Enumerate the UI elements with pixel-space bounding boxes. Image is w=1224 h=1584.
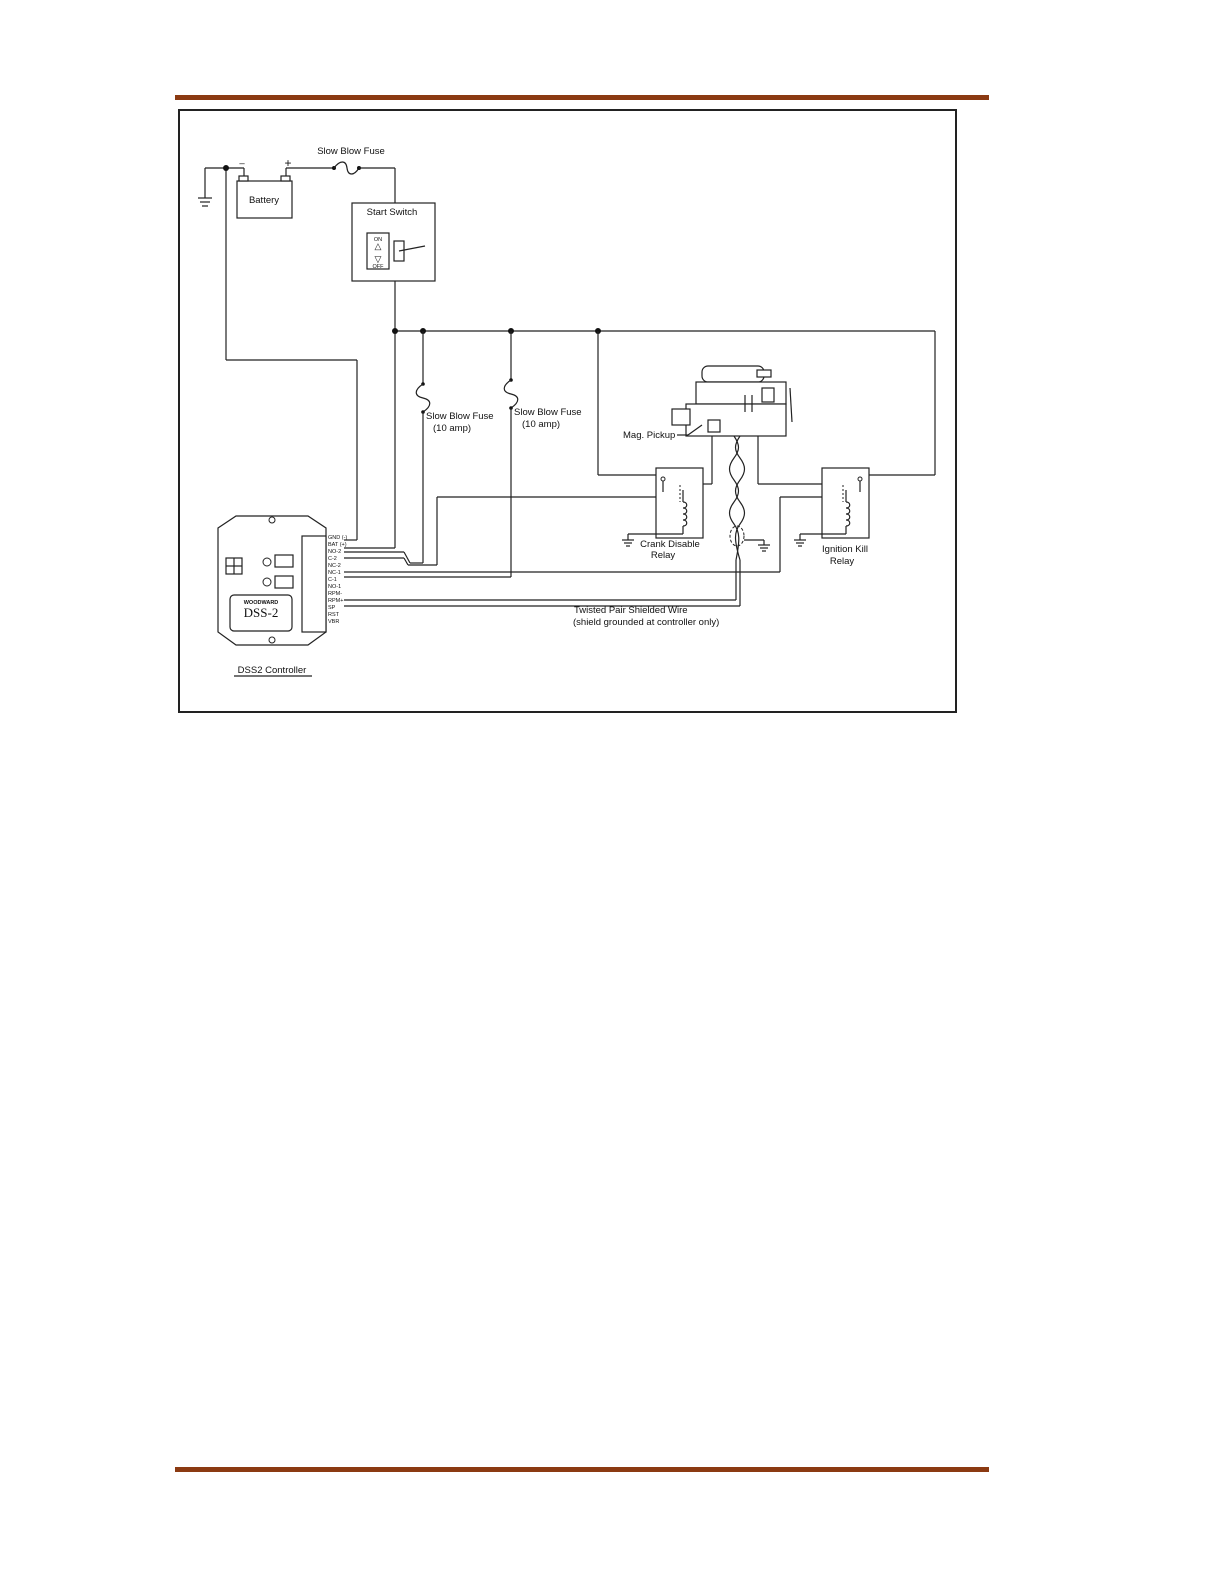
ignition-kill-relay (821, 467, 870, 539)
terminal-bat: BAT (+) (328, 542, 347, 548)
battery-plus-sign: + (284, 156, 291, 170)
fuse2-symbol (503, 378, 519, 410)
battery-minus-sign: – (239, 158, 245, 169)
switch-down-arrow-icon: ▽ (375, 254, 382, 264)
ignition-relay-label-line2: Relay (830, 556, 855, 567)
ground-symbol-crank (622, 539, 634, 547)
top-rule (175, 95, 989, 100)
junction-dot (223, 165, 229, 171)
twisted-pair-wire (728, 435, 770, 561)
switch-off-label: OFF (373, 264, 385, 270)
junction-dot (392, 328, 398, 334)
twisted-pair-label-line1: Twisted Pair Shielded Wire (574, 605, 688, 616)
terminal-rpm-minus: RPM- (328, 591, 342, 597)
fuse1-symbol (415, 382, 431, 414)
controller-model: DSS-2 (244, 605, 279, 620)
terminal-rpm-plus: RPM+ (328, 598, 343, 604)
ground-symbol-battery (198, 168, 212, 207)
twisted-pair-label-line2: (shield grounded at controller only) (573, 617, 719, 628)
bottom-rule (175, 1467, 989, 1472)
switch-on-label: ON (374, 237, 382, 243)
start-switch-label: Start Switch (367, 207, 418, 218)
terminal-rst: RST (328, 612, 340, 618)
main-fuse-label: Slow Blow Fuse (317, 146, 385, 157)
crank-relay-label-line2: Relay (651, 550, 676, 561)
battery: Battery – + (236, 156, 293, 219)
ignition-relay-label-line1: Ignition Kill (822, 544, 868, 555)
fuse2-label: Slow Blow Fuse (514, 407, 582, 418)
switch-up-arrow-icon: △ (375, 241, 382, 251)
terminal-no1: NO-1 (328, 584, 341, 590)
diagram-frame (178, 109, 957, 713)
controller-brand: WOODWARD (244, 600, 279, 606)
terminal-nc2: NC-2 (328, 563, 341, 569)
fuse1-label: Slow Blow Fuse (426, 411, 494, 422)
terminal-gnd: GND (-) (328, 535, 347, 541)
terminal-block: GND (-) BAT (+) NO-2 C-2 NC-2 NC-1 C-1 N… (328, 535, 347, 625)
crank-disable-relay (655, 467, 704, 539)
terminal-vbr: VBR (328, 619, 339, 625)
terminal-c1: C-1 (328, 577, 337, 583)
controller-caption: DSS2 Controller (238, 665, 307, 676)
fuse2-rating: (10 amp) (522, 419, 560, 430)
main-fuse-symbol (332, 161, 361, 175)
crank-relay-label-line1: Crank Disable (640, 539, 700, 550)
ground-symbol-ignition (794, 539, 806, 547)
terminal-nc1: NC-1 (328, 570, 341, 576)
start-switch: Start Switch ON △ ▽ OFF (351, 202, 436, 282)
battery-label: Battery (249, 195, 279, 206)
dss2-controller: WOODWARD DSS-2 (217, 515, 327, 646)
terminal-c2: C-2 (328, 556, 337, 562)
mag-pickup-label: Mag. Pickup (623, 430, 675, 441)
fuse1-rating: (10 amp) (433, 423, 471, 434)
engine-illustration (671, 365, 793, 437)
terminal-no2: NO-2 (328, 549, 341, 555)
terminal-sp: SP (328, 605, 336, 611)
